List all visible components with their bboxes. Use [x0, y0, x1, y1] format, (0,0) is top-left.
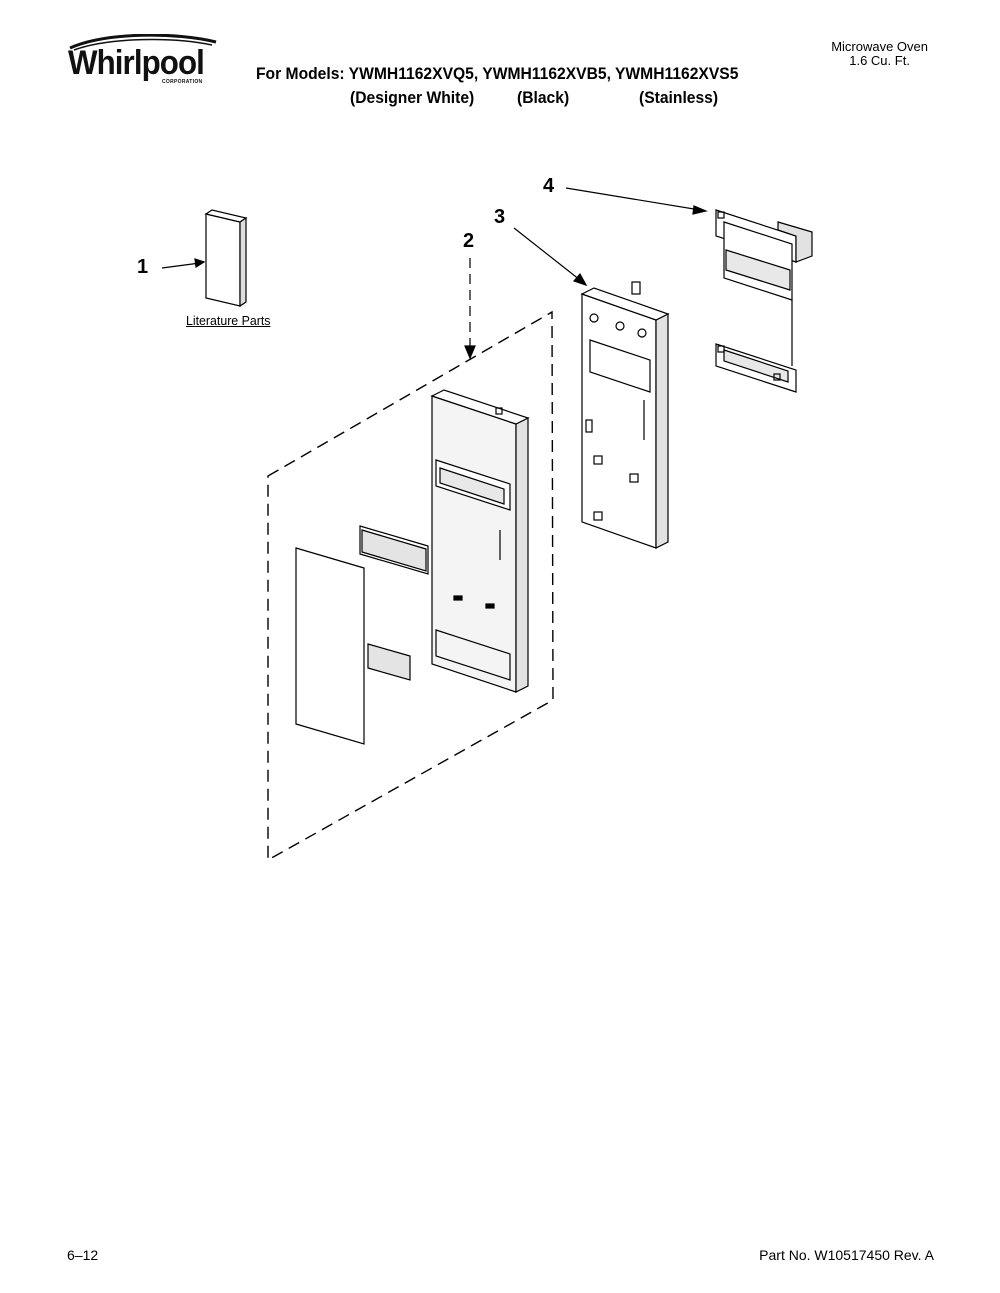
- leader-line-3: [513, 227, 581, 281]
- mounting-bracket: [715, 209, 813, 393]
- part-2-kit-boundary: [267, 310, 554, 862]
- variant-black: (Black): [517, 88, 570, 107]
- literature-booklet: [204, 209, 248, 308]
- whirlpool-logo: Whirlpool CORPORATION: [66, 34, 226, 92]
- leader-line-1: [161, 262, 201, 269]
- callout-1: 1: [137, 256, 149, 278]
- product-info: Microwave Oven 1.6 Cu. Ft.: [831, 40, 928, 68]
- literature-parts-label: Literature Parts: [186, 313, 271, 328]
- arrow-4-icon: [692, 205, 708, 215]
- callout-2: 2: [463, 230, 475, 252]
- arrow-2-icon: [464, 345, 476, 360]
- keypad-overlay: [295, 547, 365, 745]
- display-window: [359, 525, 429, 575]
- page-number: 6–12: [67, 1247, 99, 1263]
- variant-stainless: (Stainless): [639, 88, 719, 107]
- arrow-3-icon: [572, 272, 588, 287]
- product-capacity: 1.6 Cu. Ft.: [849, 53, 910, 68]
- callout-4: 4: [543, 175, 555, 197]
- badge-insert: [367, 643, 411, 681]
- leader-line-4: [565, 187, 701, 211]
- models-line: For Models: YWMH1162XVQ5, YWMH1162XVB5, …: [256, 64, 739, 83]
- variant-designer-white: (Designer White): [350, 88, 475, 107]
- product-type: Microwave Oven: [831, 39, 928, 54]
- control-panel-frame: [430, 389, 530, 693]
- logo-corporation: CORPORATION: [162, 79, 203, 85]
- callout-3: 3: [494, 206, 506, 228]
- part-number: Part No. W10517450 Rev. A: [759, 1247, 934, 1263]
- logo-wordmark: Whirlpool: [68, 44, 205, 82]
- control-board-housing: [580, 281, 670, 549]
- logo-swoosh-icon: [69, 34, 217, 51]
- arrow-1-icon: [194, 258, 206, 269]
